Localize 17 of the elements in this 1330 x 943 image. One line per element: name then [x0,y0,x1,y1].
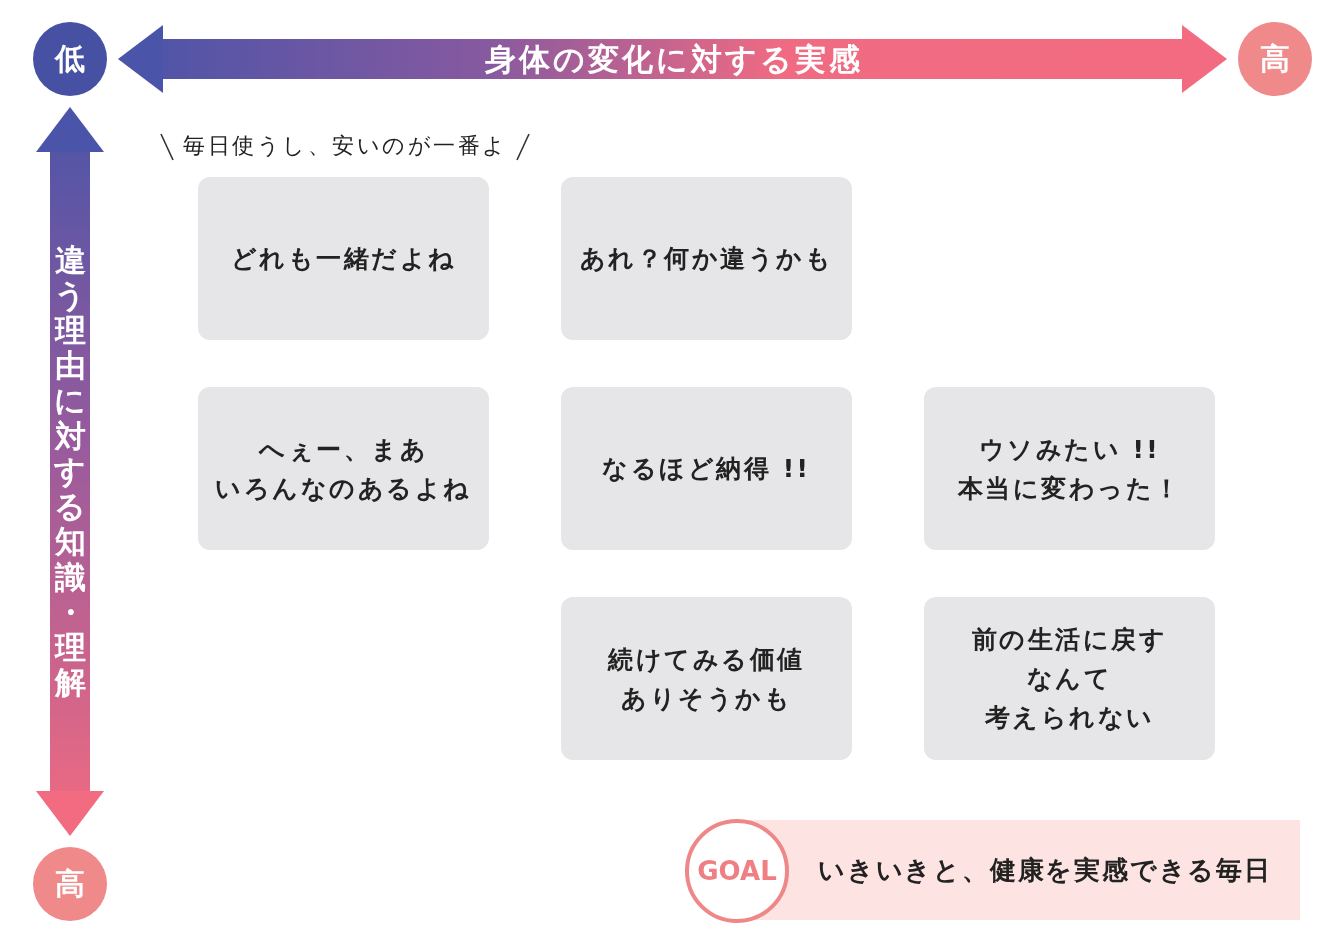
level-circle: 高 [33,847,107,921]
statement-card: 前の生活に戻すなんて考えられない [924,597,1215,760]
level-circle: 高 [1238,22,1312,96]
statement-card: へぇー、まあいろんなのあるよね [198,387,489,550]
statement-card: なるほど納得 !! [561,387,852,550]
goal-circle: GOAL [685,819,789,923]
double-arrow [36,107,104,836]
statement-card: どれも一緒だよね [198,177,489,340]
statement-card: ウソみたい !!本当に変わった！ [924,387,1215,550]
goal-banner: いきいきと、健康を実感できる毎日 [789,820,1300,920]
statement-card: あれ？何か違うかも [561,177,852,340]
arrow-label: 身体の変化に対する実感 [485,43,863,75]
double-arrow [118,25,1227,93]
quote-text: 毎日使うし、安いのが一番よ [183,132,505,160]
statement-card: 続けてみる価値ありそうかも [561,597,852,760]
arrow-label: 違う理由に対する知識・理解 [53,242,87,701]
level-circle: 低 [33,22,107,96]
